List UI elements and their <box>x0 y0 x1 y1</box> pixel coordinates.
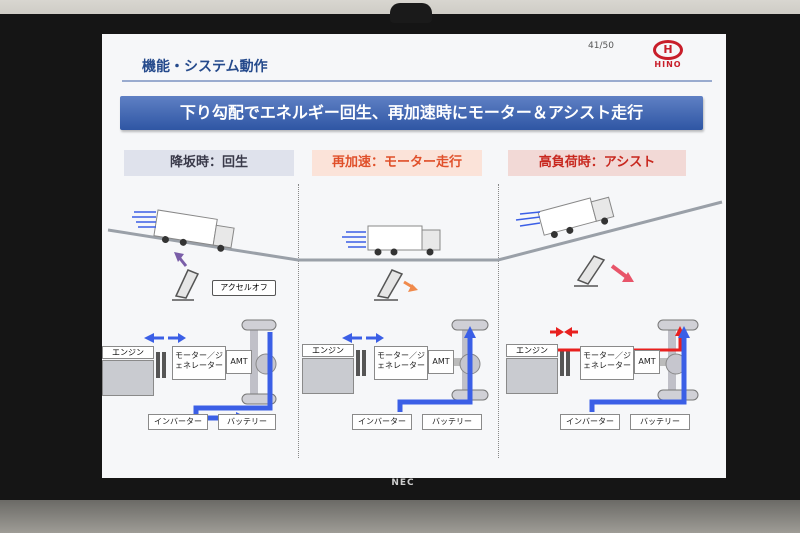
inverter-box: インバーター <box>352 414 412 430</box>
drivetrain-regen <box>144 319 277 424</box>
presentation-slide: 機能・システム動作 41/50 H HINO 下り勾配でエネルギー回生、再加速時… <box>102 34 726 478</box>
speed-lines-icon <box>132 211 156 228</box>
header-divider <box>122 80 712 82</box>
engine-label: エンジン <box>506 344 558 357</box>
monitor-brand: NEC <box>391 478 415 488</box>
truck-icon <box>537 196 615 239</box>
pedal-icon <box>374 269 404 301</box>
section-label-assist: 高負荷時：アシスト <box>508 150 686 176</box>
engine-block <box>302 358 354 394</box>
page-number: 41/50 <box>588 41 614 51</box>
assist-arrow-icon <box>610 264 630 280</box>
truck-icon <box>153 209 235 252</box>
section-divider <box>298 184 299 458</box>
truck-icon <box>367 225 441 256</box>
amt-box: AMT <box>428 350 454 374</box>
hino-logo-icon: H <box>653 40 683 60</box>
drivetrain-assist <box>550 319 699 412</box>
motor-generator-box: モーター／ジェネレーター <box>580 346 634 380</box>
amt-box: AMT <box>634 350 660 374</box>
motor-generator-box: モーター／ジェネレーター <box>374 346 428 380</box>
engine-label: エンジン <box>302 344 354 357</box>
battery-box: バッテリー <box>422 414 482 430</box>
engine-block <box>102 360 154 396</box>
hino-logo-text: HINO <box>654 60 682 69</box>
battery-box: バッテリー <box>218 414 276 430</box>
section-divider <box>498 184 499 458</box>
pedal-icon <box>574 255 606 287</box>
diagram-graphics <box>107 196 723 424</box>
speed-lines-icon <box>342 231 366 248</box>
hino-logo: H HINO <box>638 40 698 76</box>
inverter-box: インバーター <box>148 414 208 430</box>
slide-banner: 下り勾配でエネルギー回生、再加速時にモーター＆アシスト走行 <box>120 96 703 130</box>
accel-off-label: アクセルオフ <box>212 280 276 296</box>
motor-generator-box: モーター／ジェネレーター <box>172 346 226 380</box>
engine-block <box>506 358 558 394</box>
road-line <box>107 200 723 262</box>
speed-lines-icon <box>515 211 541 227</box>
drivetrain-motor <box>342 319 489 412</box>
inverter-box: インバーター <box>560 414 620 430</box>
section-label-motor: 再加速：モーター走行 <box>312 150 482 176</box>
room-background <box>0 500 800 533</box>
webcam <box>390 3 432 23</box>
pedal-icon <box>172 269 200 301</box>
slide-header-title: 機能・システム動作 <box>142 59 268 75</box>
battery-box: バッテリー <box>630 414 690 430</box>
engine-label: エンジン <box>102 346 154 359</box>
amt-box: AMT <box>226 350 252 374</box>
section-label-regen: 降坂時：回生 <box>124 150 294 176</box>
